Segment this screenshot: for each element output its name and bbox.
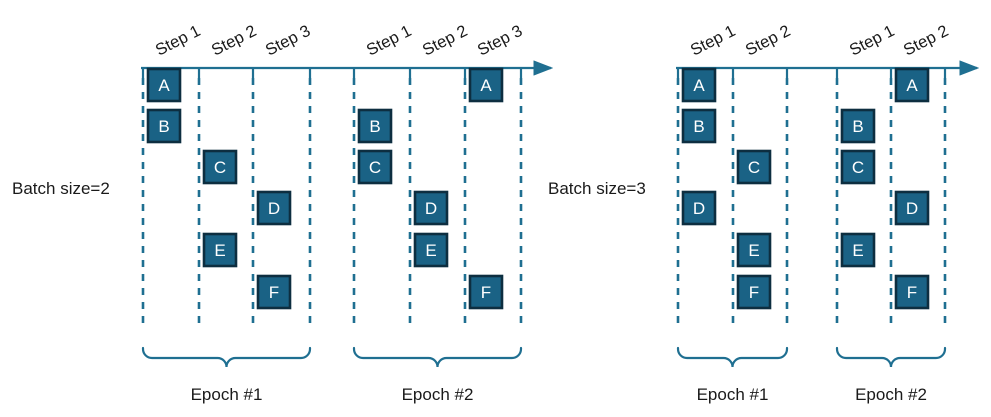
sample-box-label: A <box>693 76 705 95</box>
sample-box[interactable]: A <box>146 67 182 103</box>
sample-box-rect[interactable] <box>468 67 504 103</box>
sample-box[interactable]: F <box>468 274 504 310</box>
sample-box[interactable]: B <box>681 108 717 144</box>
sample-box-rect[interactable] <box>894 274 930 310</box>
sample-box[interactable]: D <box>681 190 717 226</box>
sample-box-label: E <box>425 241 436 260</box>
sample-box-rect[interactable] <box>894 67 930 103</box>
sample-box-label: C <box>369 158 381 177</box>
sample-box-rect[interactable] <box>736 149 772 185</box>
sample-box-rect[interactable] <box>681 190 717 226</box>
sample-box[interactable]: B <box>840 108 876 144</box>
sample-box-rect[interactable] <box>413 232 449 268</box>
sample-box[interactable]: E <box>840 232 876 268</box>
sample-box-label: F <box>269 283 279 302</box>
sample-box-label: B <box>158 117 169 136</box>
step-label: Step 2 <box>420 22 471 60</box>
epoch-label: Epoch #2 <box>402 385 474 404</box>
step-label: Step 1 <box>364 22 415 60</box>
step-label: Step 3 <box>263 22 314 60</box>
sample-box-rect[interactable] <box>736 274 772 310</box>
epoch-brace <box>835 346 947 368</box>
sample-box-rect[interactable] <box>256 274 292 310</box>
sample-box[interactable]: B <box>146 108 182 144</box>
sample-box-rect[interactable] <box>840 108 876 144</box>
sample-box[interactable]: E <box>202 232 238 268</box>
step-label: Step 1 <box>153 22 204 60</box>
step-label: Step 1 <box>847 22 898 60</box>
sample-box[interactable]: D <box>413 190 449 226</box>
sample-box-rect[interactable] <box>146 108 182 144</box>
step-label: Step 2 <box>209 22 260 60</box>
sample-box-label: E <box>852 241 863 260</box>
sample-box-rect[interactable] <box>681 108 717 144</box>
sample-box-label: C <box>852 158 864 177</box>
sample-box[interactable]: A <box>894 67 930 103</box>
sample-box[interactable]: A <box>468 67 504 103</box>
sample-box-label: E <box>748 241 759 260</box>
sample-box-label: C <box>748 158 760 177</box>
sample-box[interactable]: A <box>681 67 717 103</box>
sample-box[interactable]: E <box>736 232 772 268</box>
sample-box-rect[interactable] <box>202 149 238 185</box>
batch-size-caption: Batch size=2 <box>12 179 110 198</box>
sample-box-label: D <box>425 199 437 218</box>
sample-box-rect[interactable] <box>840 149 876 185</box>
sample-box-label: C <box>214 158 226 177</box>
sample-box-rect[interactable] <box>146 67 182 103</box>
sample-box-label: B <box>693 117 704 136</box>
sample-box-rect[interactable] <box>357 108 393 144</box>
sample-box-label: E <box>214 241 225 260</box>
sample-box-label: A <box>906 76 918 95</box>
epoch-brace <box>352 346 523 368</box>
step-label: Step 2 <box>743 22 794 60</box>
epoch-brace <box>676 346 789 368</box>
sample-box-label: A <box>158 76 170 95</box>
sample-box[interactable]: D <box>894 190 930 226</box>
sample-box[interactable]: B <box>357 108 393 144</box>
step-label: Step 1 <box>688 22 739 60</box>
epoch-brace <box>141 346 312 368</box>
sample-box-label: F <box>907 283 917 302</box>
epoch-label: Epoch #1 <box>697 385 769 404</box>
sample-box-rect[interactable] <box>357 149 393 185</box>
sample-box-label: D <box>906 199 918 218</box>
sample-box[interactable]: C <box>736 149 772 185</box>
sample-box[interactable]: C <box>202 149 238 185</box>
step-label: Step 2 <box>901 22 952 60</box>
sample-box[interactable]: D <box>256 190 292 226</box>
sample-box-label: B <box>369 117 380 136</box>
sample-box-rect[interactable] <box>681 67 717 103</box>
sample-box-rect[interactable] <box>468 274 504 310</box>
sample-box[interactable]: C <box>840 149 876 185</box>
sample-box[interactable]: F <box>894 274 930 310</box>
step-label: Step 3 <box>475 22 526 60</box>
sample-box-rect[interactable] <box>894 190 930 226</box>
sample-box-label: A <box>480 76 492 95</box>
epoch-label: Epoch #2 <box>855 385 927 404</box>
sample-box-rect[interactable] <box>413 190 449 226</box>
sample-box-label: D <box>268 199 280 218</box>
sample-box-label: B <box>852 117 863 136</box>
batch-size-caption: Batch size=3 <box>548 179 646 198</box>
sample-box-rect[interactable] <box>202 232 238 268</box>
sample-box-label: F <box>481 283 491 302</box>
sample-box[interactable]: E <box>413 232 449 268</box>
epoch-label: Epoch #1 <box>191 385 263 404</box>
sample-box[interactable]: F <box>256 274 292 310</box>
sample-box[interactable]: F <box>736 274 772 310</box>
sample-box-label: F <box>749 283 759 302</box>
sample-box-rect[interactable] <box>840 232 876 268</box>
sample-box-label: D <box>693 199 705 218</box>
sample-box[interactable]: C <box>357 149 393 185</box>
sample-box-rect[interactable] <box>256 190 292 226</box>
sample-box-rect[interactable] <box>736 232 772 268</box>
